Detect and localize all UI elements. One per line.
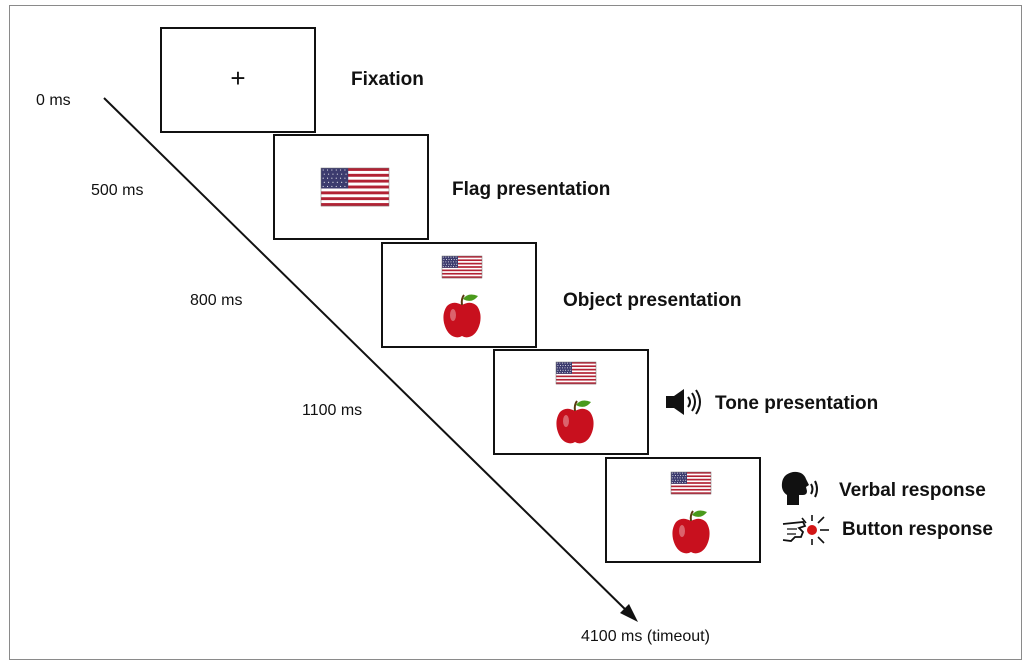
time-label-800: 800 ms <box>190 292 243 309</box>
button-response-label: Button response <box>842 519 993 540</box>
button-press-icon <box>782 515 829 545</box>
fixation-cross: + <box>230 63 246 93</box>
flag-screen <box>273 134 429 240</box>
speaking-head-icon <box>781 471 818 505</box>
figure-frame <box>9 5 1022 660</box>
tone-screen <box>493 349 649 455</box>
time-label-0: 0 ms <box>36 92 71 109</box>
flag-icon <box>320 167 390 207</box>
time-label-timeout: 4100 ms (timeout) <box>581 628 710 645</box>
flag-presentation-label: Flag presentation <box>452 179 611 200</box>
response-screen <box>605 457 761 563</box>
flag-icon <box>441 255 483 279</box>
verbal-response-label: Verbal response <box>839 480 986 501</box>
time-label-500: 500 ms <box>91 182 144 199</box>
flag-icon <box>555 361 597 385</box>
object-screen <box>381 242 537 348</box>
flag-icon <box>670 471 712 495</box>
apple-icon <box>443 294 481 338</box>
fixation-screen: + <box>160 27 316 133</box>
apple-icon <box>672 510 710 554</box>
apple-icon <box>556 400 594 444</box>
speaker-icon <box>666 389 701 415</box>
time-label-1100: 1100 ms <box>302 402 363 419</box>
tone-presentation-label: Tone presentation <box>715 393 879 414</box>
fixation-label: Fixation <box>351 69 424 90</box>
object-presentation-label: Object presentation <box>563 290 742 311</box>
